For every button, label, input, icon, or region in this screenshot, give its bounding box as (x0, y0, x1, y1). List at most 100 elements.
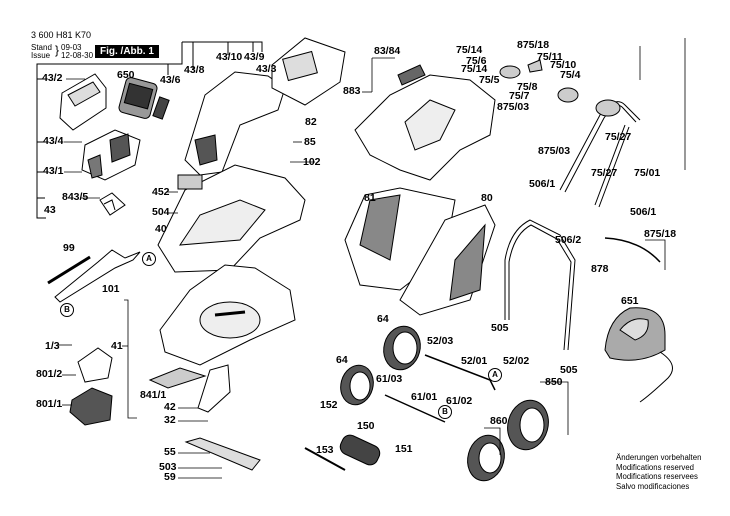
part-label: 41 (111, 340, 123, 352)
modifications-notice: Änderungen vorbehalten Modifications res… (616, 453, 701, 491)
leader-43-group (36, 42, 183, 219)
lever-101 (47, 249, 141, 303)
part-label: 75/01 (634, 167, 661, 179)
reference-marker-a: A (142, 252, 156, 266)
part-label: 61/02 (446, 395, 473, 407)
part-label: 102 (303, 156, 321, 168)
part-label: 43 (44, 204, 56, 216)
notice-line: Modifications reservees (616, 472, 698, 481)
part-label: 75/11 (537, 51, 563, 63)
part-label: 85 (304, 136, 316, 148)
part-label: 43/2 (42, 72, 63, 84)
part-label: 43/4 (43, 135, 64, 147)
part-label: 43/8 (184, 64, 205, 76)
part-label: 650 (117, 69, 135, 81)
part-label: 452 (152, 186, 170, 198)
part-label: 801/2 (36, 368, 63, 380)
guard-42 (197, 364, 231, 413)
handle-grip (595, 99, 621, 117)
battery-compartment-lid-43-2 (59, 73, 107, 131)
part-label: 101 (102, 283, 120, 295)
part-label: 850 (545, 376, 563, 388)
part-label: 75/7 (509, 90, 530, 102)
part-label: 151 (395, 443, 413, 455)
part-label: 52/02 (503, 355, 530, 367)
switch-assembly-43-1 (81, 129, 141, 181)
issue-value: 12-08-30 (61, 51, 94, 60)
part-label: 61/01 (411, 391, 438, 403)
part-label: 99 (63, 242, 75, 254)
brace: } (55, 43, 60, 57)
part-label: 506/2 (555, 234, 582, 246)
part-label: 43/10 (216, 51, 243, 63)
part-label: 64 (377, 313, 389, 325)
part-label: 1/3 (45, 340, 60, 352)
motor-801 (69, 347, 113, 426)
part-label: 875/03 (497, 101, 530, 113)
part-label: 75/14 (456, 44, 483, 56)
stand-label: Stand (31, 43, 52, 52)
part-label: 506/1 (529, 178, 556, 190)
cover-82 (271, 37, 346, 106)
part-label: 75/10 (550, 59, 577, 71)
notice-line: Modifications reserved (616, 462, 695, 472)
part-label: 64 (336, 354, 348, 366)
lower-housing-40 (157, 164, 306, 273)
grass-box-81-80 (344, 187, 496, 316)
part-label: 75/4 (560, 69, 581, 81)
part-label: 505 (491, 322, 509, 334)
part-label: 843/5 (62, 191, 89, 203)
cable-875-18 (604, 237, 661, 263)
part-label: 883 (343, 85, 361, 97)
notice-line: Salvo modificaciones (616, 481, 690, 491)
roller-150 (339, 434, 381, 466)
part-label: 81 (364, 192, 376, 204)
reference-marker-a: A (488, 368, 502, 382)
part-label: 153 (316, 444, 334, 456)
part-label: 506/1 (630, 206, 657, 218)
part-label: 75/5 (479, 74, 500, 86)
part-label: 43/3 (256, 63, 277, 75)
stand-value: 09-03 (61, 43, 82, 52)
part-841-1 (148, 367, 207, 389)
part-label: 55 (164, 446, 176, 458)
part-label: 32 (164, 414, 176, 426)
mower-deck-41 (148, 264, 296, 389)
cable-843-5 (99, 192, 126, 216)
part-label: 75/27 (605, 131, 632, 143)
part-label: 43/6 (160, 74, 181, 86)
part-label: 875/18 (644, 228, 677, 240)
part-label: 59 (164, 471, 176, 483)
part-label: 43/9 (244, 51, 265, 63)
part-label: 42 (164, 401, 176, 413)
wheels (340, 325, 549, 482)
part-label: 841/1 (140, 389, 167, 401)
part-number-code: 3 600 H81 K70 (31, 30, 92, 40)
part-label: 505 (560, 364, 578, 376)
handle-83-84 (397, 64, 426, 86)
part-label: 61/03 (376, 373, 403, 385)
blade-55 (184, 437, 261, 471)
part-label: 150 (357, 420, 375, 432)
part-label: 860 (490, 415, 508, 427)
handle-small-parts (499, 59, 579, 103)
reference-marker-b: B (438, 405, 452, 419)
battery-650 (118, 77, 158, 119)
part-label: 75/8 (517, 81, 538, 93)
figure-label: Fig. /Abb. 1 (95, 45, 159, 58)
leader-43-bus (182, 41, 263, 52)
part-label: 878 (591, 263, 609, 275)
part-label: 875/03 (538, 145, 571, 157)
part-label: 75/14 (461, 63, 488, 75)
upper-housing-43 (184, 71, 286, 176)
part-label: 503 (159, 461, 177, 473)
part-label: 504 (152, 206, 170, 218)
part-label: 801/1 (36, 398, 63, 410)
part-label: 43/1 (43, 165, 64, 177)
part-label: 875/18 (517, 39, 550, 51)
part-label: 52/01 (461, 355, 488, 367)
charger-651 (604, 307, 673, 403)
part-label: 75/27 (591, 167, 618, 179)
notice-line: Änderungen vorbehalten (616, 453, 702, 462)
